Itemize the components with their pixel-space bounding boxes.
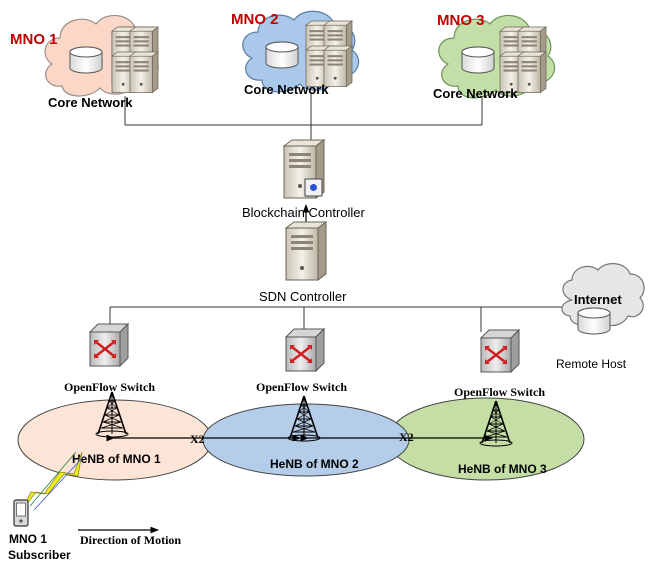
mno-label: MNO 2 [231, 11, 279, 28]
core-network-mno3: MNO 3 Core Network [433, 12, 556, 101]
backbone-lines [109, 92, 589, 332]
switch-label: OpenFlow Switch [256, 380, 347, 394]
x2-label-2: X2 [399, 430, 414, 444]
mno-label: MNO 3 [437, 12, 485, 29]
switch-icon [88, 322, 130, 368]
cell-label: HeNB of MNO 2 [270, 457, 359, 471]
switch-icon [284, 327, 326, 373]
core-network-caption: Core Network [48, 95, 133, 110]
openflow-switch-3: OpenFlow Switch [454, 328, 545, 399]
switch-label: OpenFlow Switch [64, 380, 155, 394]
openflow-switch-2: OpenFlow Switch [256, 327, 347, 394]
cell-label: HeNB of MNO 3 [458, 462, 547, 476]
blockchain-controller: Blockchain Controller [242, 139, 366, 220]
server-icon [285, 221, 327, 281]
mobile-phone-icon [13, 499, 29, 527]
x2-label-1: X2 [190, 432, 205, 446]
sdn-controller: SDN Controller [259, 221, 347, 304]
switch-label: OpenFlow Switch [454, 385, 545, 399]
core-network-mno2: MNO 2 Core Network [231, 10, 360, 97]
cell-mno1 [17, 399, 213, 481]
subscriber-label-line2: Subscriber [8, 548, 71, 562]
cell-label: HeNB of MNO 1 [72, 452, 161, 466]
internet-label: Internet [574, 292, 622, 307]
motion-label: Direction of Motion [80, 533, 181, 547]
switch-icon [479, 328, 521, 374]
core-network-caption: Core Network [244, 82, 329, 97]
core-network-caption: Core Network [433, 86, 518, 101]
internet-cloud: Internet Remote Host [556, 263, 645, 371]
blockchain-controller-label: Blockchain Controller [242, 205, 366, 220]
remote-host-label: Remote Host [556, 357, 627, 371]
sdn-controller-label: SDN Controller [259, 289, 347, 304]
openflow-switch-1: OpenFlow Switch [64, 322, 155, 394]
subscriber-label-line1: MNO 1 [9, 532, 47, 546]
mno-label: MNO 1 [10, 31, 58, 48]
core-network-mno1: MNO 1 Core Network [10, 14, 159, 110]
